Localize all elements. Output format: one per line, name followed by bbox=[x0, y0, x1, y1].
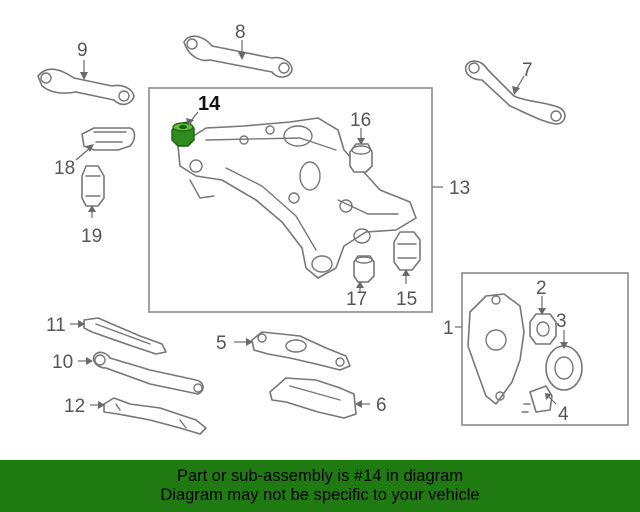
knuckle[interactable] bbox=[467, 293, 525, 405]
part-18-bracket[interactable] bbox=[81, 127, 136, 151]
subframe-assembly-box bbox=[148, 87, 433, 313]
callout-11[interactable]: 11 bbox=[46, 315, 66, 336]
info-banner: Part or sub-assembly is #14 in diagram D… bbox=[0, 460, 640, 512]
callout-1[interactable]: 1 bbox=[443, 318, 454, 339]
callout-16[interactable]: 16 bbox=[350, 110, 371, 131]
part-15-mount[interactable] bbox=[393, 231, 421, 271]
callout-4[interactable]: 4 bbox=[558, 404, 569, 425]
callout-9[interactable]: 9 bbox=[77, 40, 88, 61]
part-10-arm[interactable] bbox=[92, 351, 204, 395]
part-9-control-arm[interactable] bbox=[37, 68, 135, 106]
part-16-bushing[interactable] bbox=[349, 143, 373, 173]
rear-subframe[interactable] bbox=[177, 117, 417, 279]
knuckle-assembly-box bbox=[461, 272, 629, 426]
callout-8[interactable]: 8 bbox=[235, 22, 246, 43]
part-3-hub-bearing[interactable] bbox=[545, 345, 583, 391]
part-17-bushing[interactable] bbox=[353, 255, 375, 283]
parts-diagram: 13 1 9 8 7 18 19 bbox=[37, 22, 629, 435]
callout-18[interactable]: 18 bbox=[54, 158, 75, 179]
callout-6[interactable]: 6 bbox=[376, 395, 387, 416]
part-5-lower-arm[interactable] bbox=[251, 331, 351, 371]
banner-line-1: Part or sub-assembly is #14 in diagram bbox=[176, 467, 464, 485]
part-6-shield[interactable] bbox=[269, 377, 357, 419]
callout-5[interactable]: 5 bbox=[216, 333, 227, 354]
callout-2[interactable]: 2 bbox=[536, 278, 547, 299]
part-14-bushing-highlighted[interactable] bbox=[171, 121, 195, 147]
part-4-sensor[interactable] bbox=[521, 385, 553, 413]
callout-3[interactable]: 3 bbox=[556, 311, 567, 332]
part-2-bushing[interactable] bbox=[529, 313, 557, 345]
callout-13[interactable]: 13 bbox=[449, 178, 470, 199]
callout-17[interactable]: 17 bbox=[346, 289, 367, 310]
part-8-control-arm[interactable] bbox=[183, 35, 293, 78]
callout-12[interactable]: 12 bbox=[64, 396, 85, 417]
part-12-link[interactable] bbox=[103, 397, 207, 435]
callout-15[interactable]: 15 bbox=[396, 289, 417, 310]
part-11-arm[interactable] bbox=[83, 317, 167, 355]
callout-7[interactable]: 7 bbox=[522, 60, 533, 81]
callout-19[interactable]: 19 bbox=[81, 226, 102, 247]
banner-line-2: Diagram may not be specific to your vehi… bbox=[160, 486, 480, 504]
part-19-mount[interactable] bbox=[81, 165, 105, 207]
part-7-control-arm[interactable] bbox=[464, 60, 566, 125]
callout-10[interactable]: 10 bbox=[52, 352, 73, 373]
callout-14[interactable]: 14 bbox=[198, 93, 221, 115]
